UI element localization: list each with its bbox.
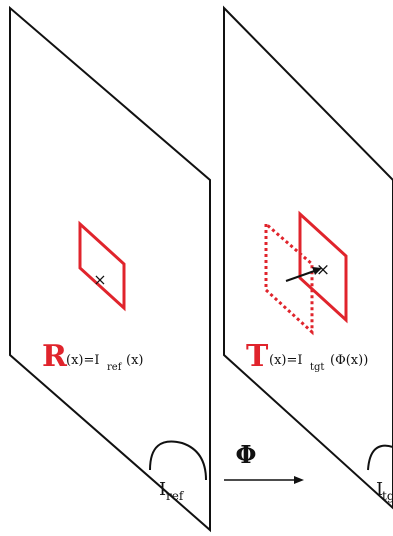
target-original-patch-outline [264,220,314,336]
transform-symbol: Φ [236,440,257,469]
reference-image-plane [9,5,211,533]
reference-patch [78,220,126,312]
target-corner-letter: I [376,479,383,500]
transform-arrow-head [294,476,304,484]
reference-eq-lead: R [42,339,68,374]
target-eq-part2: (Φ(x)) [330,353,368,368]
displacement-arrow-head [312,267,322,275]
reference-point-marker: × [93,270,106,289]
target-eq-lead: T [246,339,269,374]
reference-corner-subscript: ref [166,489,185,503]
target-point-marker: × [316,260,330,280]
target-corner-tab [367,444,393,471]
reference-eq-part2: (x) [126,353,143,368]
target-eq-sub: tgt [310,362,324,373]
reference-eq-part1: (x)=I [66,353,100,368]
target-image-plane [223,5,393,510]
target-eq-part1: (x)=I [269,353,303,368]
reference-corner-tab [149,440,207,481]
reference-eq-sub: ref [107,362,123,373]
reference-corner-letter: I [159,479,166,500]
target-warped-patch [298,210,348,324]
target-corner-subscript: tgt [382,489,393,503]
